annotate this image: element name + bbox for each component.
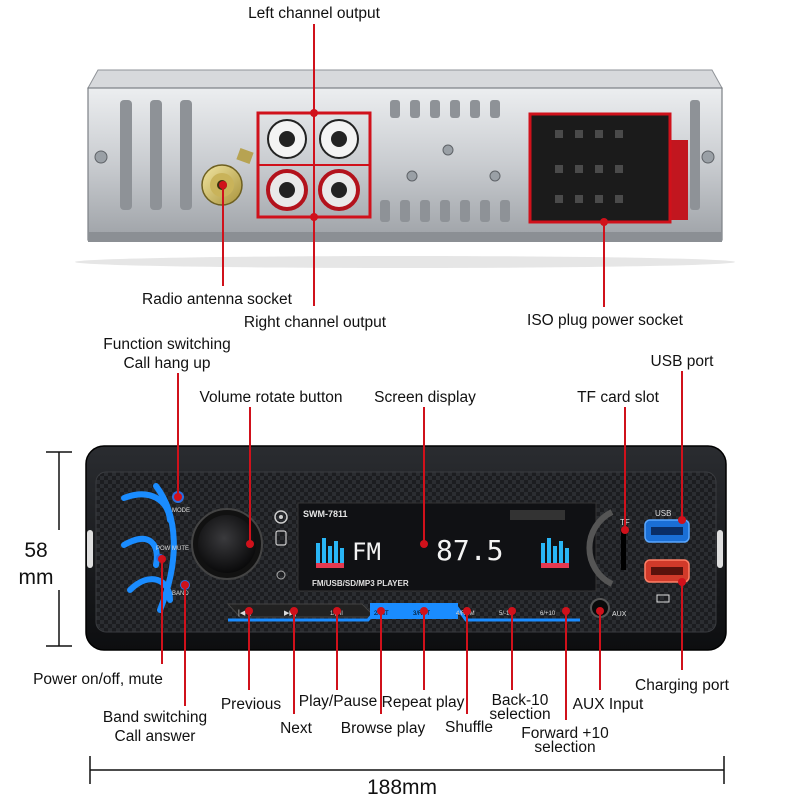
display-band: FM [352, 538, 381, 566]
label-call-answer: Call answer [115, 728, 196, 745]
mode-list: FM/USB/SD/MP3 PLAYER [312, 579, 409, 588]
tf-card-slot[interactable] [621, 530, 626, 570]
key-2-3-highlight [370, 603, 458, 619]
label-play-pause: Play/Pause [299, 693, 377, 710]
front-leader-lines [158, 371, 686, 720]
rear-panel [75, 69, 735, 268]
key-6[interactable]: 6/+10 [540, 611, 556, 617]
eject-icon [274, 510, 288, 524]
mic-icon [276, 570, 286, 580]
label-function-switching: Function switching [103, 336, 231, 353]
tf-arc [586, 509, 614, 587]
label-forward-10-selection: selection [534, 739, 595, 756]
label-band-switching: Band switching [103, 709, 207, 726]
label-volume-rotate-button: Volume rotate button [199, 389, 342, 406]
volume-knob[interactable] [198, 515, 256, 573]
rear-vents-left [120, 100, 192, 210]
label-previous: Previous [221, 696, 282, 713]
label-forward-10: Forward +10 [521, 725, 609, 742]
label-charging-port: Charging port [635, 677, 730, 694]
label-iso-plug-power-socket: ISO plug power socket [527, 312, 684, 329]
right-clip [717, 530, 723, 568]
label-browse-play: Browse play [341, 720, 426, 737]
label-power-mute: Power on/off, mute [33, 671, 163, 688]
bluetooth-icon [275, 530, 287, 546]
front-panel: MODE POW MUTE BAND SWM-7811 FM 87.5 [85, 445, 727, 651]
band-button-label: BAND [172, 591, 189, 597]
mode-button-label: MODE [172, 508, 190, 514]
display-frequency: 87.5 [436, 534, 503, 567]
screen-display: SWM-7811 FM 87.5 FM/USB/SD/MP3 PLAYER [297, 502, 597, 592]
label-repeat-play: Repeat play [382, 694, 465, 711]
height-dimension [46, 451, 72, 647]
width-label-bg [352, 774, 452, 798]
spectrum-left [316, 538, 344, 568]
label-back-10-selection: selection [489, 706, 550, 723]
label-aux-input: AUX Input [573, 696, 644, 713]
spectrum-right [541, 538, 569, 568]
blue-claw-light [121, 483, 177, 613]
label-radio-antenna-socket: Radio antenna socket [142, 291, 293, 308]
width-dimension [89, 756, 725, 784]
usb-label: USB [655, 509, 671, 518]
label-usb-port: USB port [651, 353, 715, 370]
left-clip [87, 530, 93, 568]
key-5[interactable]: 5/-10 [499, 611, 513, 617]
rca-jacks [256, 111, 372, 219]
iso-socket [528, 112, 688, 224]
label-screen-display: Screen display [374, 389, 476, 406]
height-unit: mm [19, 566, 54, 589]
label-call-hang-up: Call hang up [123, 355, 210, 372]
rear-panel-top-edge [87, 69, 723, 89]
pow-mute-button-label: POW MUTE [156, 546, 189, 552]
label-left-channel-output: Left channel output [248, 5, 381, 22]
label-next: Next [280, 720, 313, 737]
label-right-channel-output: Right channel output [244, 314, 387, 331]
rear-vents-right [690, 100, 700, 210]
battery-icon [656, 594, 670, 603]
key-previous-icon: |◀◀ [238, 610, 251, 617]
rear-vents-middle [380, 100, 510, 222]
key-next-icon: ▶▶| [284, 610, 297, 617]
top-leader-lines [219, 24, 608, 307]
height-value: 58 [24, 539, 47, 562]
label-tf-card-slot: TF card slot [577, 389, 660, 406]
rear-shadow [75, 256, 735, 268]
tf-slot-cover [510, 510, 565, 520]
label-back-10: Back-10 [492, 692, 549, 709]
aux-label: AUX [612, 611, 627, 618]
model-name: SWM-7811 [303, 509, 348, 519]
rear-screws [94, 144, 715, 182]
rear-panel-bottom-edge [88, 232, 722, 242]
width-value: 188mm [367, 776, 437, 799]
label-shuffle: Shuffle [445, 719, 493, 736]
